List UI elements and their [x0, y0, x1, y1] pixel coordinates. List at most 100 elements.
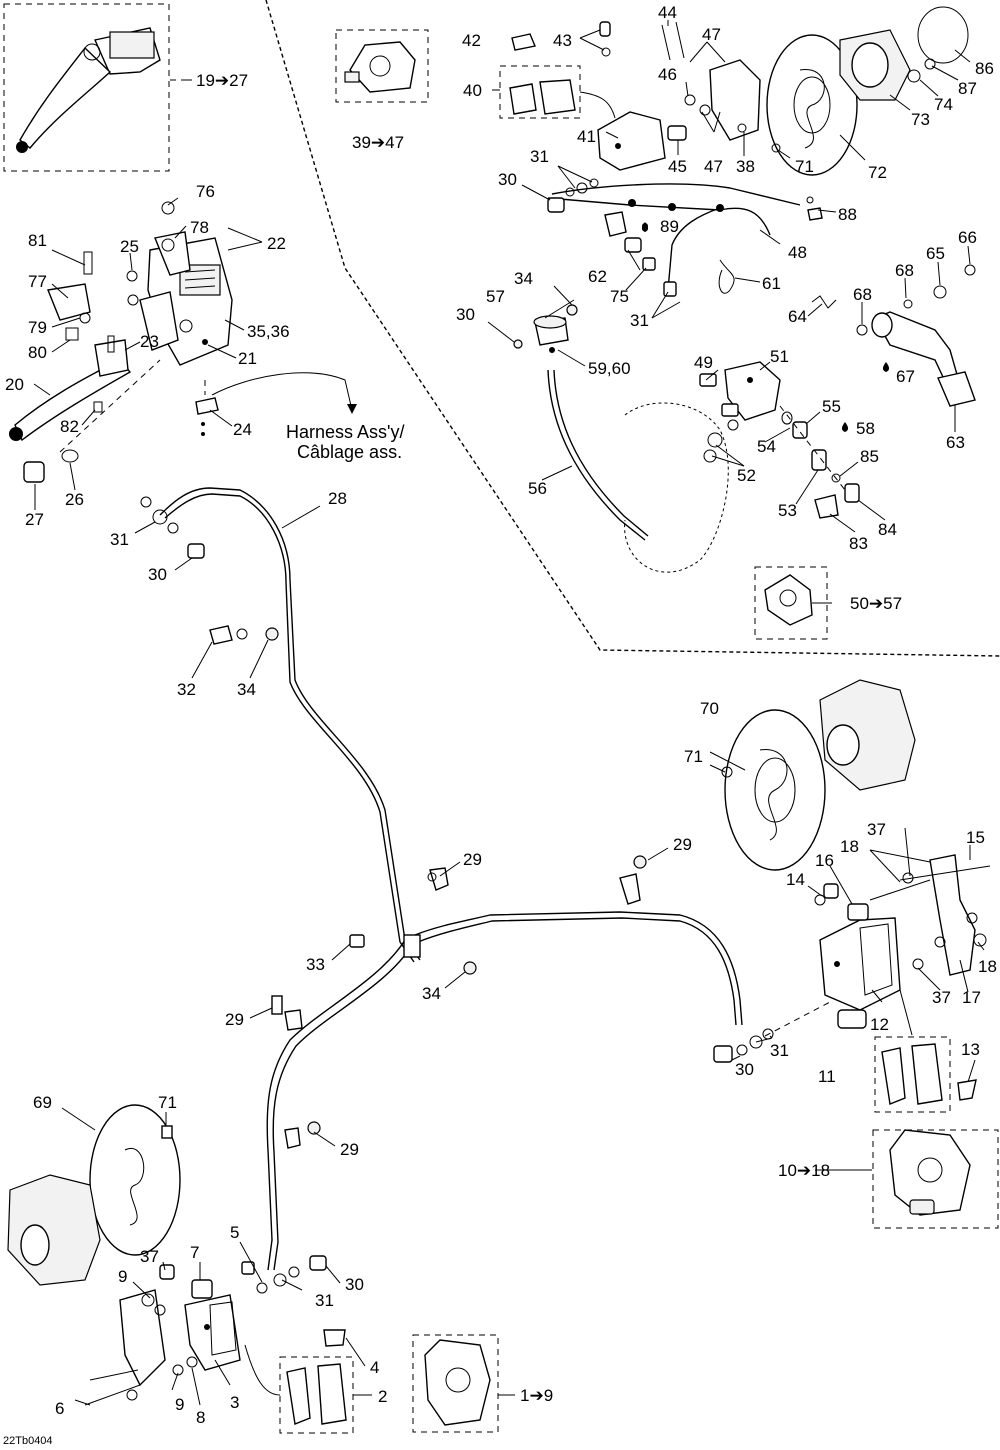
part-number-label: 88 — [838, 205, 857, 224]
part-number-label: 66 — [958, 228, 977, 247]
part-number-label: 47 — [702, 25, 721, 44]
part-number-label: 74 — [934, 95, 953, 114]
part-number-label: 80 — [28, 343, 47, 362]
part-number-label: 56 — [528, 479, 547, 498]
part-number-label: 58 — [856, 419, 875, 438]
part-number-label: 68 — [853, 285, 872, 304]
part-number-label: 20 — [5, 375, 24, 394]
master-cylinder-assembly — [9, 201, 357, 483]
part-number-label: 34 — [422, 984, 441, 1003]
part-number-label: 59,60 — [588, 359, 631, 378]
part-number-label: 76 — [196, 182, 215, 201]
part-number-label: 71 — [158, 1093, 177, 1112]
part-number-label: 63 — [946, 433, 965, 452]
part-number-label: 6 — [55, 1399, 64, 1418]
part-number-label: 8 — [196, 1408, 205, 1427]
left-front-caliper — [84, 1255, 499, 1434]
part-number-label: 61 — [762, 274, 781, 293]
part-number-label: 26 — [65, 490, 84, 509]
part-number-label: 16 — [815, 851, 834, 870]
part-number-label: 9 — [175, 1395, 184, 1414]
part-number-label: 29 — [340, 1140, 359, 1159]
part-number-label: 40 — [463, 81, 482, 100]
part-number-label: 37 — [140, 1247, 159, 1266]
range-label-10-18: 10➔18 — [778, 1161, 830, 1180]
part-number-label: 9 — [118, 1267, 127, 1286]
part-number-label: 73 — [911, 110, 930, 129]
range-label-39-47: 39➔47 — [352, 133, 404, 152]
part-number-label: 62 — [588, 267, 607, 286]
part-number-label: 72 — [868, 163, 887, 182]
part-number-label: 79 — [28, 318, 47, 337]
part-number-label: 83 — [849, 534, 868, 553]
part-number-label: 89 — [660, 217, 679, 236]
part-number-label: 4 — [370, 1358, 379, 1377]
part-number-label: 67 — [896, 367, 915, 386]
harness-note: Harness Ass'y/ Câblage ass. — [286, 422, 404, 462]
range-label-50-57: 50➔57 — [850, 594, 902, 613]
part-number-label: 69 — [33, 1093, 52, 1112]
part-number-label: 41 — [577, 127, 596, 146]
part-number-label: 47 — [704, 157, 723, 176]
part-number-label: 86 — [975, 59, 994, 78]
part-number-label: 85 — [860, 447, 879, 466]
left-front-brake-disc — [7, 1104, 181, 1286]
part-labels: 76 78 22 25 81 77 79 80 23 35,36 21 20 8… — [5, 3, 997, 1427]
part-number-label: 2 — [378, 1387, 387, 1406]
part-number-label: 54 — [757, 437, 776, 456]
part-number-label: 30 — [456, 305, 475, 324]
part-number-label: 53 — [778, 501, 797, 520]
part-number-label: 22 — [267, 234, 286, 253]
part-number-label: 37 — [867, 820, 886, 839]
front-brake-line — [140, 487, 743, 1271]
part-number-label: 24 — [233, 420, 252, 439]
part-number-label: 29 — [225, 1010, 244, 1029]
part-number-label: 51 — [770, 347, 789, 366]
part-number-label: 14 — [786, 870, 805, 889]
part-number-label: 68 — [895, 261, 914, 280]
part-number-label: 33 — [306, 955, 325, 974]
range-label-19-27: 19➔27 — [196, 71, 248, 90]
part-number-label: 84 — [878, 520, 897, 539]
part-number-label: 31 — [630, 311, 649, 330]
part-number-label: 71 — [795, 157, 814, 176]
part-number-label: 34 — [237, 680, 256, 699]
part-number-label: 7 — [190, 1243, 199, 1262]
part-number-label: 75 — [610, 287, 629, 306]
rear-caliper-inset — [335, 29, 429, 103]
range-labels: 19➔27 39➔47 50➔57 10➔18 1➔9 — [196, 71, 902, 1405]
part-number-label: 43 — [553, 31, 572, 50]
part-number-label: 37 — [932, 988, 951, 1007]
part-number-label: 25 — [120, 237, 139, 256]
part-number-label: 35,36 — [247, 322, 290, 341]
part-number-label: 28 — [328, 489, 347, 508]
part-number-label: 11 — [818, 1067, 836, 1086]
part-number-label: 30 — [498, 170, 517, 189]
part-number-label: 55 — [822, 397, 841, 416]
part-number-label: 5 — [230, 1223, 239, 1242]
part-number-label: 34 — [514, 269, 533, 288]
part-number-label: 21 — [238, 349, 257, 368]
front-master-cylinder-inset — [3, 3, 192, 172]
leader-lines — [33, 20, 985, 1406]
part-number-label: 42 — [462, 31, 481, 50]
part-number-label: 18 — [840, 837, 859, 856]
figure-reference: 22Tb0404 — [3, 1435, 53, 1447]
rear-caliper-assembly — [499, 6, 976, 640]
part-number-label: 46 — [658, 65, 677, 84]
part-number-label: 57 — [486, 287, 505, 306]
part-number-label: 17 — [962, 988, 981, 1007]
part-number-label: 29 — [673, 835, 692, 854]
part-number-label: 15 — [966, 828, 985, 847]
part-number-label: 64 — [788, 307, 807, 326]
part-number-label: 29 — [463, 850, 482, 869]
part-number-label: 13 — [961, 1040, 980, 1059]
part-number-label: 49 — [694, 353, 713, 372]
part-number-label: 38 — [736, 157, 755, 176]
part-number-label: 18 — [978, 957, 997, 976]
right-front-caliper — [713, 854, 999, 1229]
part-number-label: 31 — [315, 1291, 334, 1310]
right-front-brake-disc — [721, 679, 916, 871]
